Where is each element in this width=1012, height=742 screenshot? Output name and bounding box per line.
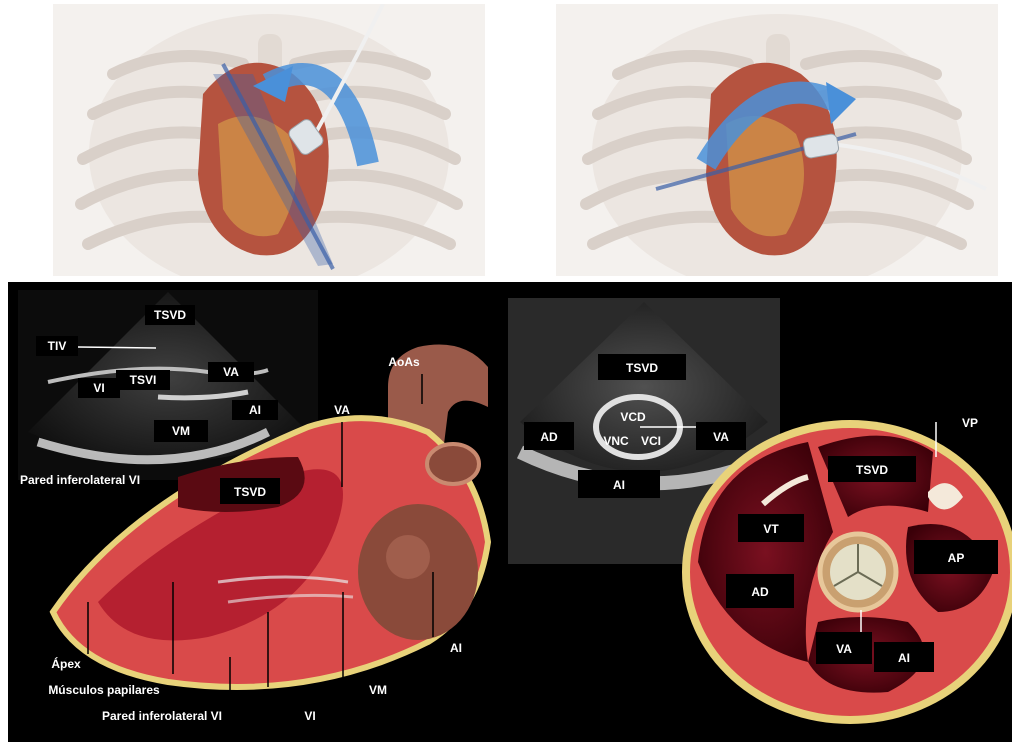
label-echo-sa-tsvd: TSVD (626, 361, 658, 375)
chest-ribcage-short-axis (556, 4, 998, 276)
label-anat-sa-ad: AD (751, 585, 769, 599)
label-echo-sa-ad: AD (540, 430, 558, 444)
label-anat-sa-va: VA (836, 642, 852, 656)
label-anat-apex: Ápex (51, 656, 81, 671)
label-anat-pared-inferolateral: Pared inferolateral VI (102, 709, 222, 723)
chest-ribcage-long-axis (53, 4, 485, 276)
label-echo-ai: AI (249, 403, 261, 417)
short-axis-probe-illustration (556, 4, 998, 276)
label-echo-tsvd: TSVD (154, 308, 186, 322)
label-echo-tiv: TIV (48, 339, 67, 353)
label-anat-sa-ap: AP (948, 551, 965, 565)
label-echo-pared-inferolateral: Pared inferolateral VI (20, 473, 140, 487)
label-echo-sa-ai: AI (613, 478, 625, 492)
label-anat-va: VA (334, 403, 350, 417)
label-anat-tsvd: TSVD (234, 485, 266, 499)
label-anat-sa-tsvd: TSVD (856, 463, 888, 477)
label-anat-musculos-papilares: Músculos papilares (48, 683, 160, 697)
echo-anatomy-panel: TSVD TIV VI TSVI VA AI VM Pared inferola… (8, 282, 1012, 742)
label-anat-sa-vp: VP (962, 416, 978, 430)
label-echo-tsvi: TSVI (130, 373, 157, 387)
label-anat-sa-ai: AI (898, 651, 910, 665)
label-anat-vm: VM (369, 683, 387, 697)
label-echo-va: VA (223, 365, 239, 379)
label-anat-ai: AI (450, 641, 462, 655)
label-echo-vm: VM (172, 424, 190, 438)
label-echo-sa-va: VA (713, 430, 729, 444)
long-axis-probe-illustration (53, 4, 485, 276)
label-anat-sa-vt: VT (763, 522, 779, 536)
label-echo-vi: VI (93, 381, 104, 395)
label-anat-aoas: AoAs (388, 355, 420, 369)
label-echo-sa-vcd: VCD (620, 410, 646, 424)
label-echo-sa-vnc: VNC (603, 434, 629, 448)
echo-anatomy-figure: TSVD TIV VI TSVI VA AI VM Pared inferola… (8, 282, 1012, 742)
label-anat-vi: VI (304, 709, 315, 723)
label-echo-sa-vci: VCI (641, 434, 661, 448)
